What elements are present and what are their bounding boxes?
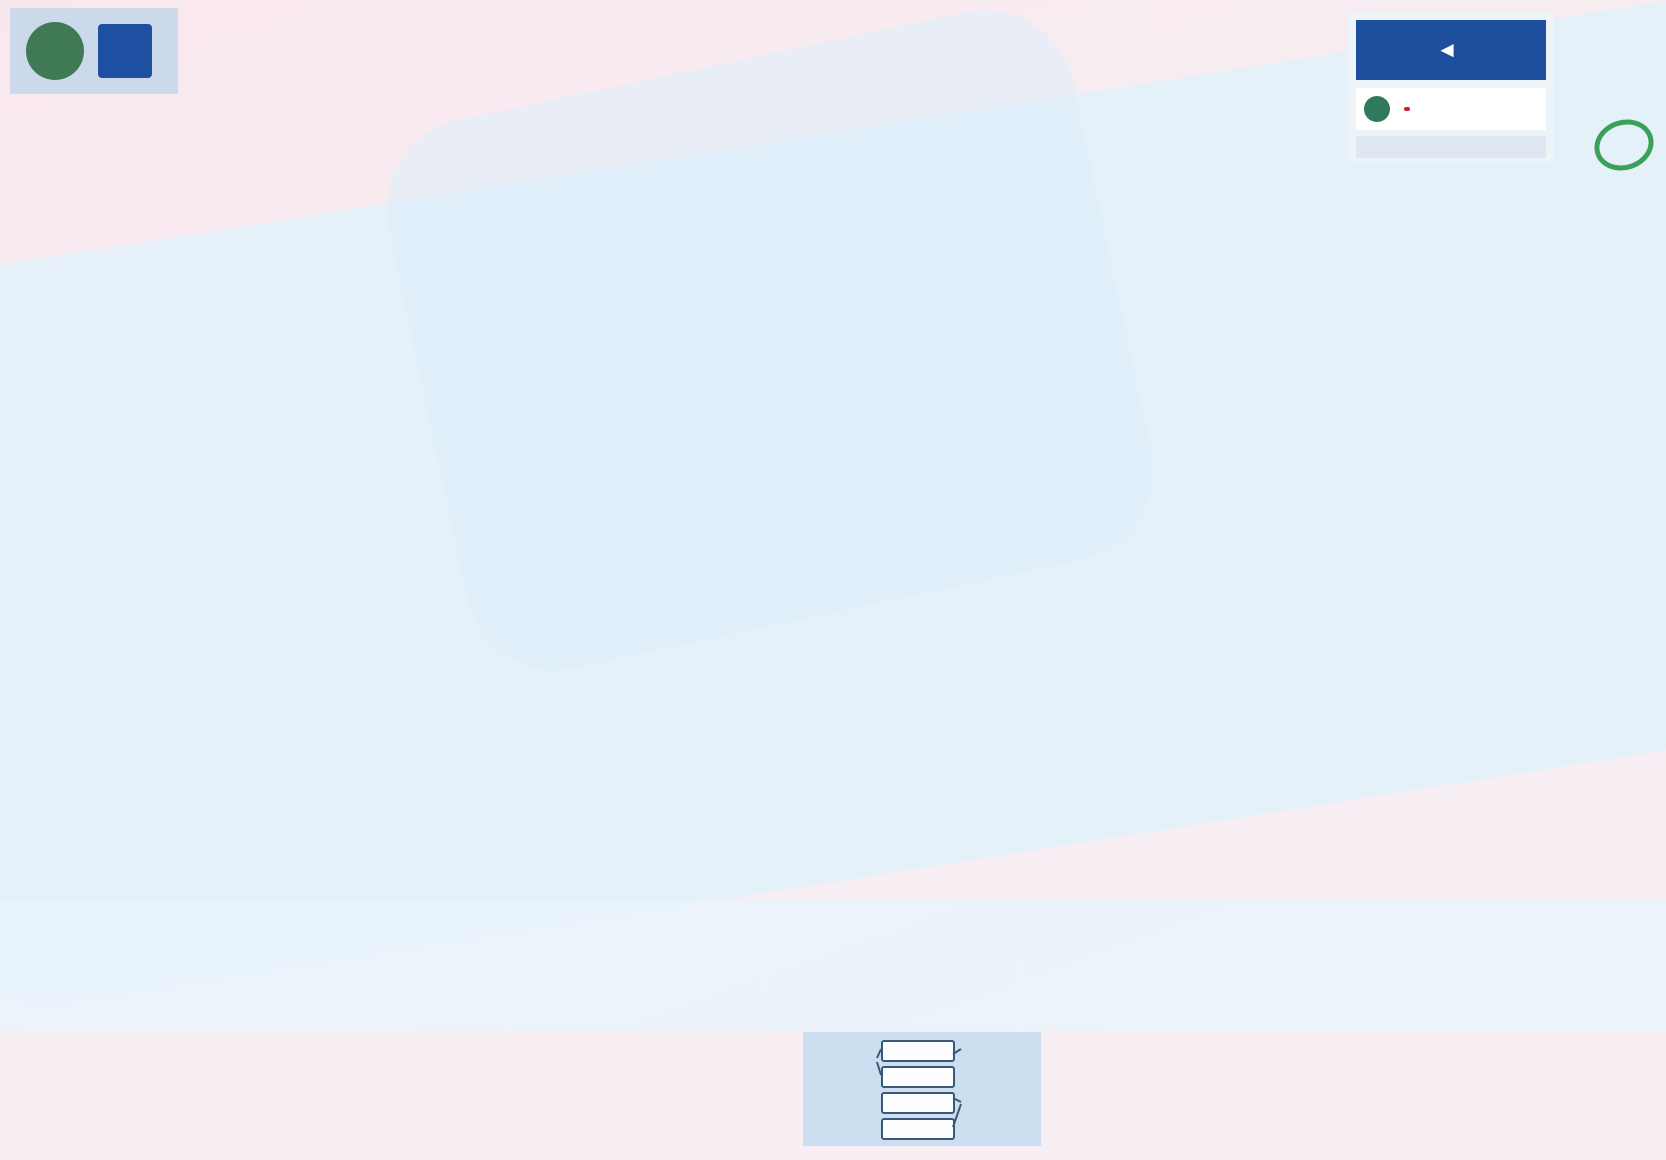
tariff-zone-band-south <box>0 900 1666 1030</box>
sbahn-muenchen-logo <box>1356 88 1546 130</box>
mvg-arrow-icon: ◄ <box>1436 37 1458 62</box>
db-logo <box>1404 107 1410 111</box>
tariff-legend <box>803 1032 1041 1146</box>
sbahn-logo <box>26 22 84 80</box>
zone-box-1 <box>881 1040 955 1062</box>
mvg-logo: ◄ <box>1356 20 1546 80</box>
zone-box-2 <box>881 1066 955 1088</box>
mvv-ring-icon <box>1587 111 1661 179</box>
zone-box-4 <box>881 1118 955 1140</box>
branding-block: ◄ <box>1348 12 1554 162</box>
ubahn-logo <box>98 24 152 78</box>
legend-connectors <box>876 1048 962 1128</box>
partner-label <box>1356 136 1546 158</box>
mvv-logo <box>1552 111 1661 179</box>
zone-box-3 <box>881 1092 955 1114</box>
s-u-logo-box <box>10 8 178 94</box>
sbahn-circle-icon <box>1364 96 1390 122</box>
